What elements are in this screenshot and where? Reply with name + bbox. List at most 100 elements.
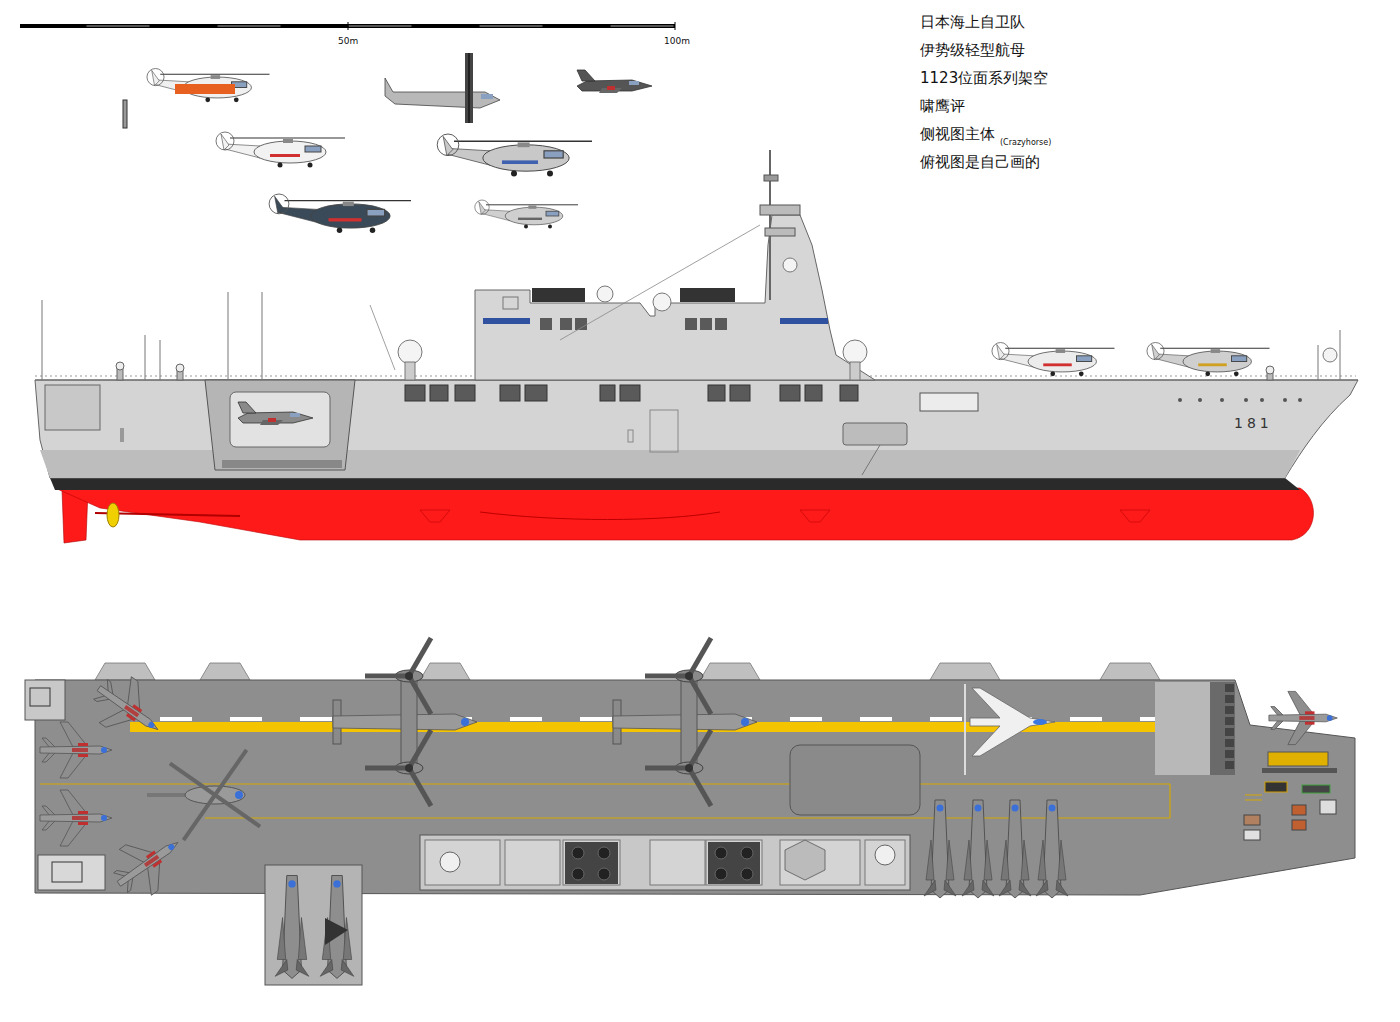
cockpit bbox=[305, 146, 321, 152]
wing bbox=[1288, 691, 1315, 715]
blade bbox=[1056, 880, 1068, 896]
intake bbox=[268, 418, 276, 422]
note-line-box: 1123位面系列架空 bbox=[920, 69, 1048, 88]
spine bbox=[124, 705, 139, 717]
bow-block bbox=[1225, 761, 1234, 769]
canopy bbox=[1033, 719, 1047, 725]
rotor-blade bbox=[486, 204, 578, 205]
sponson bbox=[1100, 663, 1160, 680]
folded-wing bbox=[1038, 840, 1046, 880]
harrier-top bbox=[40, 790, 112, 846]
osprey-top bbox=[613, 638, 757, 806]
livery bbox=[175, 84, 235, 94]
folded-wing bbox=[964, 840, 972, 880]
porthole bbox=[1220, 398, 1224, 402]
radar-top bbox=[708, 842, 760, 884]
cockpit bbox=[481, 94, 493, 99]
fuselage bbox=[1183, 351, 1251, 372]
boat-recess bbox=[843, 423, 907, 445]
dome-top bbox=[715, 847, 727, 859]
intake bbox=[1305, 711, 1315, 714]
cockpit bbox=[544, 151, 563, 158]
fuselage bbox=[311, 204, 390, 228]
hull-number-box: 181 bbox=[1234, 414, 1273, 432]
rotor-mast bbox=[1056, 349, 1066, 353]
deck-gear bbox=[1244, 830, 1260, 840]
dome bbox=[843, 340, 867, 364]
cockpit bbox=[290, 413, 300, 417]
deck-gear bbox=[1244, 815, 1260, 825]
rotor-mast bbox=[518, 142, 530, 147]
guide-line bbox=[40, 783, 1170, 784]
prop-blade bbox=[645, 766, 689, 771]
rotor-mast bbox=[528, 206, 536, 209]
wing bbox=[60, 753, 88, 778]
deck-gear bbox=[1268, 752, 1328, 766]
dome-top bbox=[572, 868, 584, 880]
pole bbox=[1340, 330, 1341, 380]
porthole bbox=[1198, 398, 1202, 402]
island-section bbox=[505, 840, 560, 885]
intake bbox=[1305, 722, 1315, 725]
stabilizer bbox=[800, 510, 830, 522]
window bbox=[620, 385, 640, 401]
elevator-opening bbox=[205, 380, 355, 470]
rotor-mast bbox=[283, 139, 293, 143]
canopy bbox=[1327, 715, 1333, 721]
porthole bbox=[1298, 398, 1302, 402]
note-line: 俯视图是自己画的 bbox=[920, 153, 1040, 171]
tail-fin bbox=[275, 196, 284, 214]
canopy bbox=[333, 880, 340, 887]
guide-line bbox=[1169, 784, 1170, 818]
bilge-keel bbox=[480, 512, 720, 520]
prop-blade bbox=[365, 674, 409, 679]
fuselage bbox=[385, 78, 500, 108]
rotor-blade bbox=[454, 140, 592, 141]
scale-label-box: 50m bbox=[338, 30, 358, 48]
bow-strip bbox=[1210, 682, 1235, 775]
dome-top bbox=[440, 852, 460, 872]
scale-segment bbox=[218, 25, 281, 27]
stripe bbox=[518, 218, 542, 220]
harrier-top bbox=[40, 722, 112, 778]
pole bbox=[145, 335, 146, 380]
spinner bbox=[405, 764, 413, 772]
deck-dash bbox=[300, 717, 332, 721]
deck-gear bbox=[1245, 795, 1262, 796]
window bbox=[405, 385, 425, 401]
blade bbox=[962, 880, 974, 896]
prop-blade bbox=[689, 730, 711, 768]
folded-wing bbox=[946, 840, 954, 880]
folded-aircraft bbox=[962, 800, 994, 898]
canopy bbox=[147, 721, 155, 729]
canopy bbox=[461, 718, 469, 726]
window bbox=[525, 385, 547, 401]
note-line-box: 侧视图主体 bbox=[920, 125, 995, 144]
scale-segment bbox=[87, 25, 150, 27]
cockpit bbox=[367, 209, 385, 216]
fuselage bbox=[40, 814, 112, 822]
blade bbox=[1019, 880, 1031, 896]
post-head bbox=[176, 364, 184, 372]
dome bbox=[597, 286, 613, 302]
tail-fin bbox=[479, 202, 485, 215]
folded-aircraft bbox=[1036, 800, 1068, 898]
intake bbox=[78, 822, 88, 825]
dome-top bbox=[875, 845, 895, 865]
prop-blade bbox=[468, 53, 470, 123]
bow-block bbox=[1225, 684, 1234, 692]
rotor-blade bbox=[215, 795, 260, 827]
island-section bbox=[563, 840, 620, 885]
fuselage bbox=[254, 141, 326, 163]
island-section bbox=[706, 840, 762, 885]
spinner bbox=[685, 672, 693, 680]
tail-rotor bbox=[147, 69, 164, 86]
blade bbox=[944, 880, 956, 896]
rotor-blade bbox=[215, 750, 247, 795]
scale-segment bbox=[349, 25, 412, 27]
window bbox=[730, 385, 750, 401]
wheel bbox=[548, 224, 552, 228]
folded-wing bbox=[1001, 840, 1009, 880]
prop-blade bbox=[689, 676, 711, 714]
spine bbox=[72, 816, 88, 820]
